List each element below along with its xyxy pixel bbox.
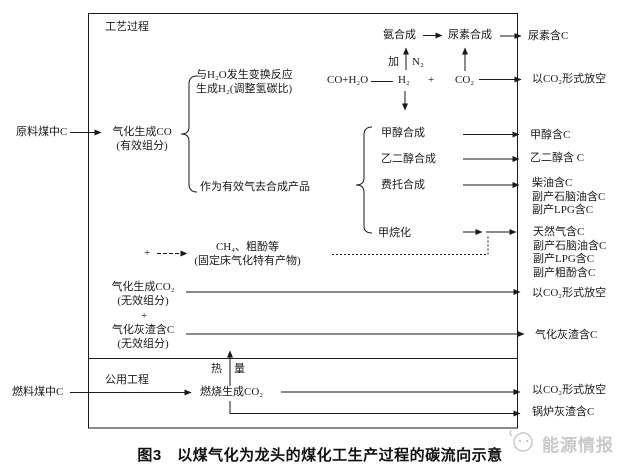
node-co2: CO₂ [455, 74, 475, 86]
output-co2-vent-bottom: 以CO₂形式放空 [532, 384, 607, 396]
label-n2: N₂ [412, 56, 424, 68]
node-methanation: 甲烷化 [378, 227, 411, 239]
node-ch4-phenol: CH₄、粗酚等 (固定床气化特有产物) [194, 241, 301, 267]
node-urea-synthesis: 尿素合成 [448, 29, 492, 41]
output-co2-vent-top: 以CO₂形式放空 [532, 73, 607, 85]
process-box-label: 工艺过程 [105, 21, 149, 33]
node-combustion-co2: 燃烧生成CO₂ [200, 386, 264, 398]
output-urea-c: 尿素含C [528, 30, 569, 42]
node-ammonia-synthesis: 氨合成 [383, 29, 416, 41]
output-boiler-ash: 锅炉灰渣含C [532, 406, 595, 418]
watermark-text: 能源情报 [542, 436, 614, 455]
output-natgas-group: 天然气含C 副产石脑油含C 副产LPG含C 副产粗酚含C [533, 226, 607, 279]
node-effective-gas: 作为有效气去合成产品 [200, 181, 310, 193]
brace-synthesis-group [355, 126, 373, 234]
output-methanol-c: 甲醇含C [530, 129, 571, 141]
label-add: 加 [388, 56, 399, 68]
output-co2-vent-mid: 以CO₂形式放空 [532, 287, 607, 299]
node-gasification-ash: 气化灰渣含C (无效组分) [111, 324, 175, 350]
node-shift-reaction: 与H₂O发生变换反应 生成H₂(调整氢碳比) [196, 69, 293, 95]
watermark-logo-icon [509, 429, 533, 452]
node-methanol-synthesis: 甲醇合成 [381, 127, 425, 139]
input-raw-coal: 原料煤中C [16, 126, 68, 138]
label-heat-right: 量 [234, 363, 245, 375]
label-plus-ch4: + [144, 247, 151, 259]
input-fuel-coal: 燃料煤中C [12, 386, 64, 398]
node-gasification-co2: 气化生成CO₂ (无效组分) [111, 281, 175, 307]
label-heat-left: 热 [211, 363, 222, 375]
node-co-h2o: CO+H₂O [327, 74, 369, 86]
label-plus-ash: + [141, 310, 148, 322]
label-plus-top: + [428, 74, 435, 86]
output-diesel-group: 柴油含C 副产石脑油含C 副产LPG含C [532, 177, 606, 216]
node-glycol-synthesis: 乙二醇合成 [381, 153, 436, 165]
brace-gasification-branches [180, 75, 198, 193]
node-ft-synthesis: 费托合成 [381, 179, 425, 191]
output-glycol-c: 乙二醇含 C [530, 152, 585, 164]
arrow-boiler-ash [229, 401, 521, 417]
process-utility-outer-box [88, 13, 518, 429]
figure-caption: 图3 以煤气化为龙头的煤化工生产过程的碳流向示意 [137, 447, 503, 464]
output-gasification-ash: 气化灰渣含C [535, 329, 598, 341]
utility-box-label: 公用工程 [105, 374, 149, 386]
node-gasification-co: 气化生成CO (有效组分) [112, 126, 172, 152]
node-h2: H₂ [398, 74, 410, 86]
